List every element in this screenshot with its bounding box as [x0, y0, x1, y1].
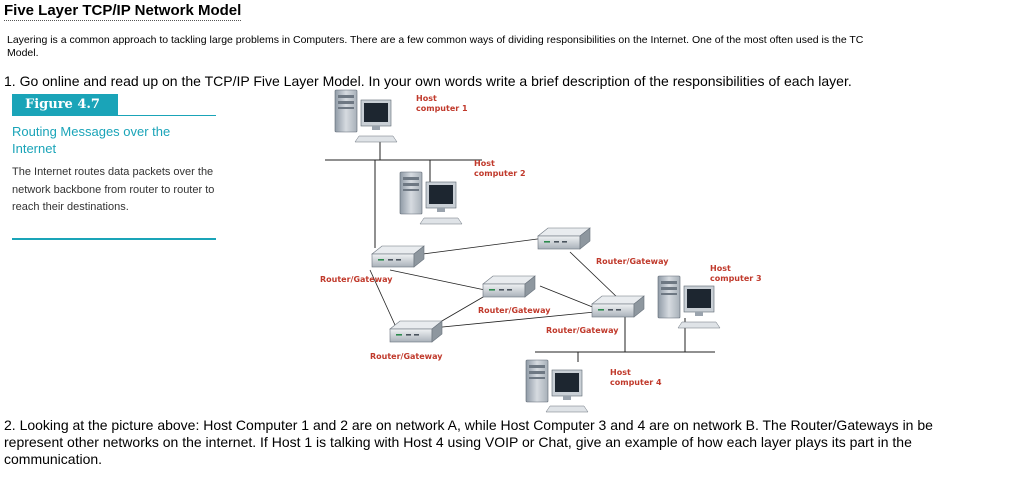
figure-title: Routing Messages over the Internet	[12, 124, 171, 156]
question-2: 2. Looking at the picture above: Host Co…	[4, 417, 1019, 468]
figure-description: The Internet routes data packets over th…	[12, 166, 215, 213]
figure-badge: Figure 4.7	[12, 94, 118, 116]
router-gateway-4-icon	[591, 295, 645, 318]
router-links	[369, 237, 621, 331]
router-4-label: Router/Gateway	[546, 326, 619, 335]
router-1-label: Router/Gateway	[320, 275, 393, 284]
router-gateway-1-icon	[371, 245, 425, 268]
intro-line-1: Layering is a common approach to tacklin…	[7, 34, 864, 46]
host-1-label-line2: computer 1	[416, 104, 468, 113]
figure-bottom-divider	[12, 238, 216, 240]
host-3-label-line2: computer 3	[710, 274, 762, 283]
host-1-label-line1: Host	[416, 94, 437, 103]
host-2-label-line2: computer 2	[474, 169, 526, 178]
intro-line-2: Model.	[7, 47, 39, 59]
figure-divider	[12, 115, 216, 116]
router-3-label: Router/Gateway	[478, 306, 551, 315]
question-2-line-1: 2. Looking at the picture above: Host Co…	[4, 417, 933, 433]
host-computer-1-icon	[334, 89, 398, 143]
page-title: Five Layer TCP/IP Network Model	[4, 2, 242, 21]
question-2-line-2: represent other networks on the internet…	[4, 434, 912, 450]
host-4-label-line1: Host	[610, 368, 631, 377]
router-gateway-3-icon	[482, 275, 536, 298]
router-gateway-2-icon	[537, 227, 591, 250]
question-1: 1. Go online and read up on the TCP/IP F…	[4, 73, 852, 89]
router-5-label: Router/Gateway	[370, 352, 443, 361]
host-2-label-line1: Host	[474, 159, 495, 168]
router-2-label: Router/Gateway	[596, 257, 669, 266]
host-computer-3-icon	[657, 275, 721, 329]
router-gateway-5-icon	[389, 320, 443, 343]
network-diagram: Host computer 1 Host computer 2 Host com…	[320, 89, 762, 413]
host-3-label-line1: Host	[710, 264, 731, 273]
intro-paragraph: Layering is a common approach to tacklin…	[7, 34, 1019, 60]
host-4-label-line2: computer 4	[610, 378, 662, 387]
host-computer-2-icon	[399, 171, 463, 225]
question-2-line-3: communication.	[4, 451, 103, 467]
host-computer-4-icon	[525, 359, 589, 413]
